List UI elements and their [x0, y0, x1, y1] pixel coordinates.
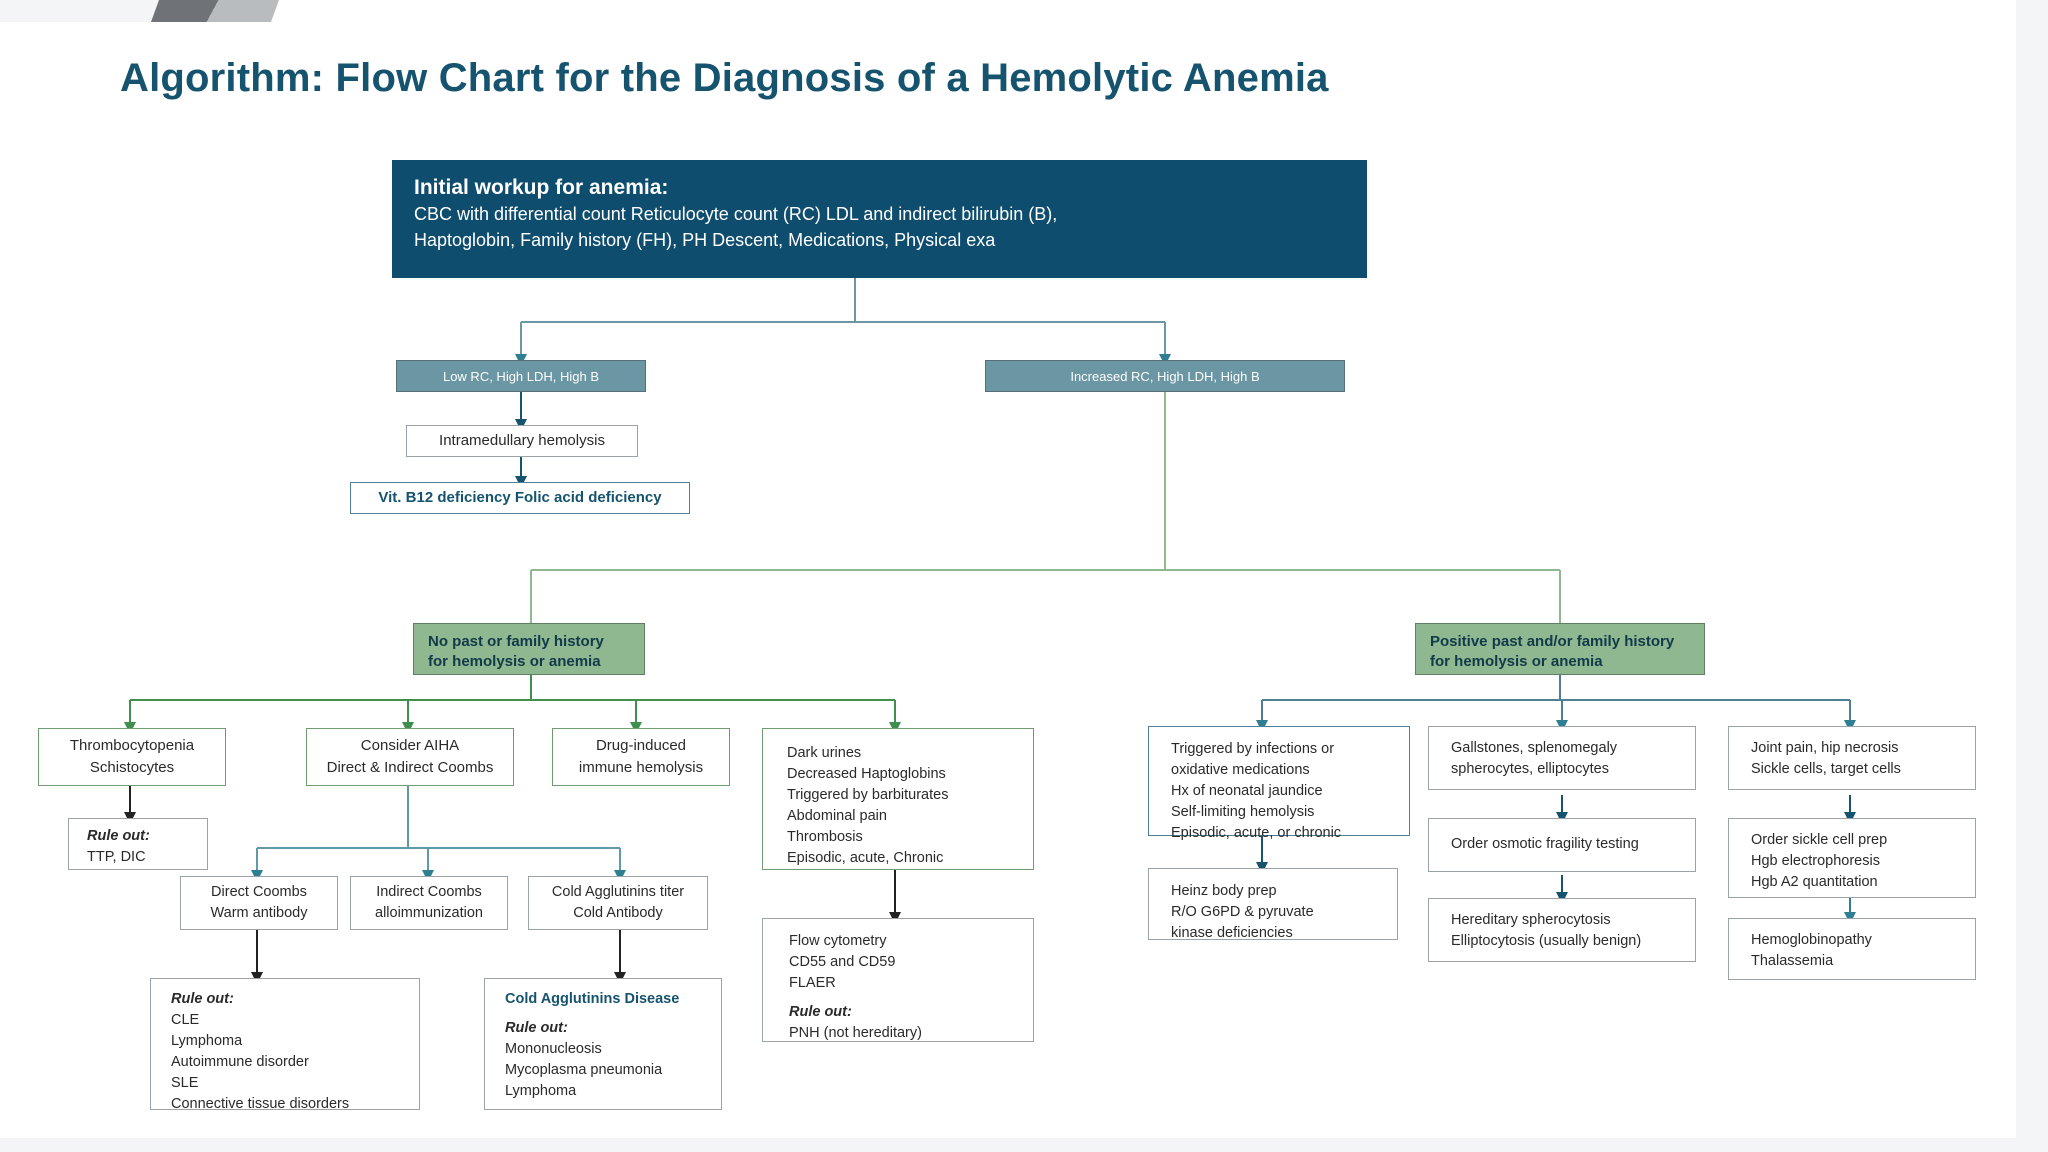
slide-bottom-margin	[0, 1138, 2048, 1152]
consider-aiha-box[interactable]: Consider AIHA Direct & Indirect Coombs	[306, 728, 514, 786]
page-title: Algorithm: Flow Chart for the Diagnosis …	[120, 56, 1329, 100]
intramedullary-hemolysis-box[interactable]: Intramedullary hemolysis	[406, 425, 638, 457]
cold-agglutinins-disease-box[interactable]: Cold Agglutinins Disease Rule out: Monon…	[484, 978, 722, 1110]
osmotic-fragility-box[interactable]: Order osmotic fragility testing	[1428, 818, 1696, 872]
direct-coombs-box[interactable]: Direct Coombs Warm antibody	[180, 876, 338, 930]
thrombocytopenia-box[interactable]: Thrombocytopenia Schistocytes	[38, 728, 226, 786]
indirect-coombs-box[interactable]: Indirect Coombs alloimmunization	[350, 876, 508, 930]
initial-workup-body: CBC with differential count Reticulocyte…	[414, 204, 1058, 250]
rule-out-ttp-heading: Rule out:	[87, 828, 150, 844]
positive-history-box[interactable]: Positive past and/or family history for …	[1415, 623, 1705, 675]
flow-cytometry-box[interactable]: Flow cytometry CD55 and CD59 FLAER Rule …	[762, 918, 1034, 1042]
rule-out-ttp-box[interactable]: Rule out: TTP, DIC	[68, 818, 208, 870]
cold-agglutinins-disease-title: Cold Agglutinins Disease	[505, 991, 680, 1007]
sickle-cell-prep-box[interactable]: Order sickle cell prep Hgb electrophores…	[1728, 818, 1976, 898]
flow-cytometry-rule-heading: Rule out:	[789, 1004, 852, 1021]
flow-cytometry-rule-body: PNH (not hereditary)	[789, 1025, 922, 1042]
slide-right-margin	[2016, 0, 2048, 1152]
heinz-body-prep-box[interactable]: Heinz body prep R/O G6PD & pyruvate kina…	[1148, 868, 1398, 941]
cold-agglutinins-titer-box[interactable]: Cold Agglutinins titer Cold Antibody	[528, 876, 708, 930]
cold-agglutinins-disease-body: Mononucleosis Mycoplasma pneumonia Lymph…	[505, 1041, 663, 1100]
no-history-box[interactable]: No past or family history for hemolysis …	[413, 623, 645, 675]
decorative-ribbon	[150, 0, 280, 22]
initial-workup-box: Initial workup for anemia: CBC with diff…	[392, 160, 1367, 278]
g6pd-triggers-box[interactable]: Triggered by infections or oxidative med…	[1148, 726, 1410, 841]
rule-out-aiha-heading: Rule out:	[171, 991, 234, 1007]
decision-low-rc[interactable]: Low RC, High LDH, High B	[396, 360, 646, 392]
joint-pain-sickle-cells-box[interactable]: Joint pain, hip necrosis Sickle cells, t…	[1728, 726, 1976, 790]
dark-urines-box[interactable]: Dark urines Decreased Haptoglobins Trigg…	[762, 728, 1034, 870]
gallstones-spherocytes-box[interactable]: Gallstones, splenomegaly spherocytes, el…	[1428, 726, 1696, 790]
hemoglobinopathy-box[interactable]: Hemoglobinopathy Thalassemia	[1728, 918, 1976, 980]
rule-out-ttp-body: TTP, DIC	[87, 849, 146, 866]
rule-out-aiha-box[interactable]: Rule out: CLE Lymphoma Autoimmune disord…	[150, 978, 420, 1112]
initial-workup-heading: Initial workup for anemia:	[414, 176, 669, 199]
decision-increased-rc[interactable]: Increased RC, High LDH, High B	[985, 360, 1345, 392]
hereditary-spherocytosis-box[interactable]: Hereditary spherocytosis Elliptocytosis …	[1428, 898, 1696, 962]
rule-out-aiha-body: CLE Lymphoma Autoimmune disorder SLE Con…	[171, 1012, 350, 1113]
vitamin-deficiency-box[interactable]: Vit. B12 deficiency Folic acid deficienc…	[350, 482, 690, 514]
flow-cytometry-body: Flow cytometry CD55 and CD59 FLAER	[789, 933, 896, 992]
cold-agglutinins-disease-heading: Rule out:	[505, 1020, 568, 1037]
slide-corner-mask	[0, 0, 160, 22]
drug-induced-hemolysis-box[interactable]: Drug-induced immune hemolysis	[552, 728, 730, 786]
